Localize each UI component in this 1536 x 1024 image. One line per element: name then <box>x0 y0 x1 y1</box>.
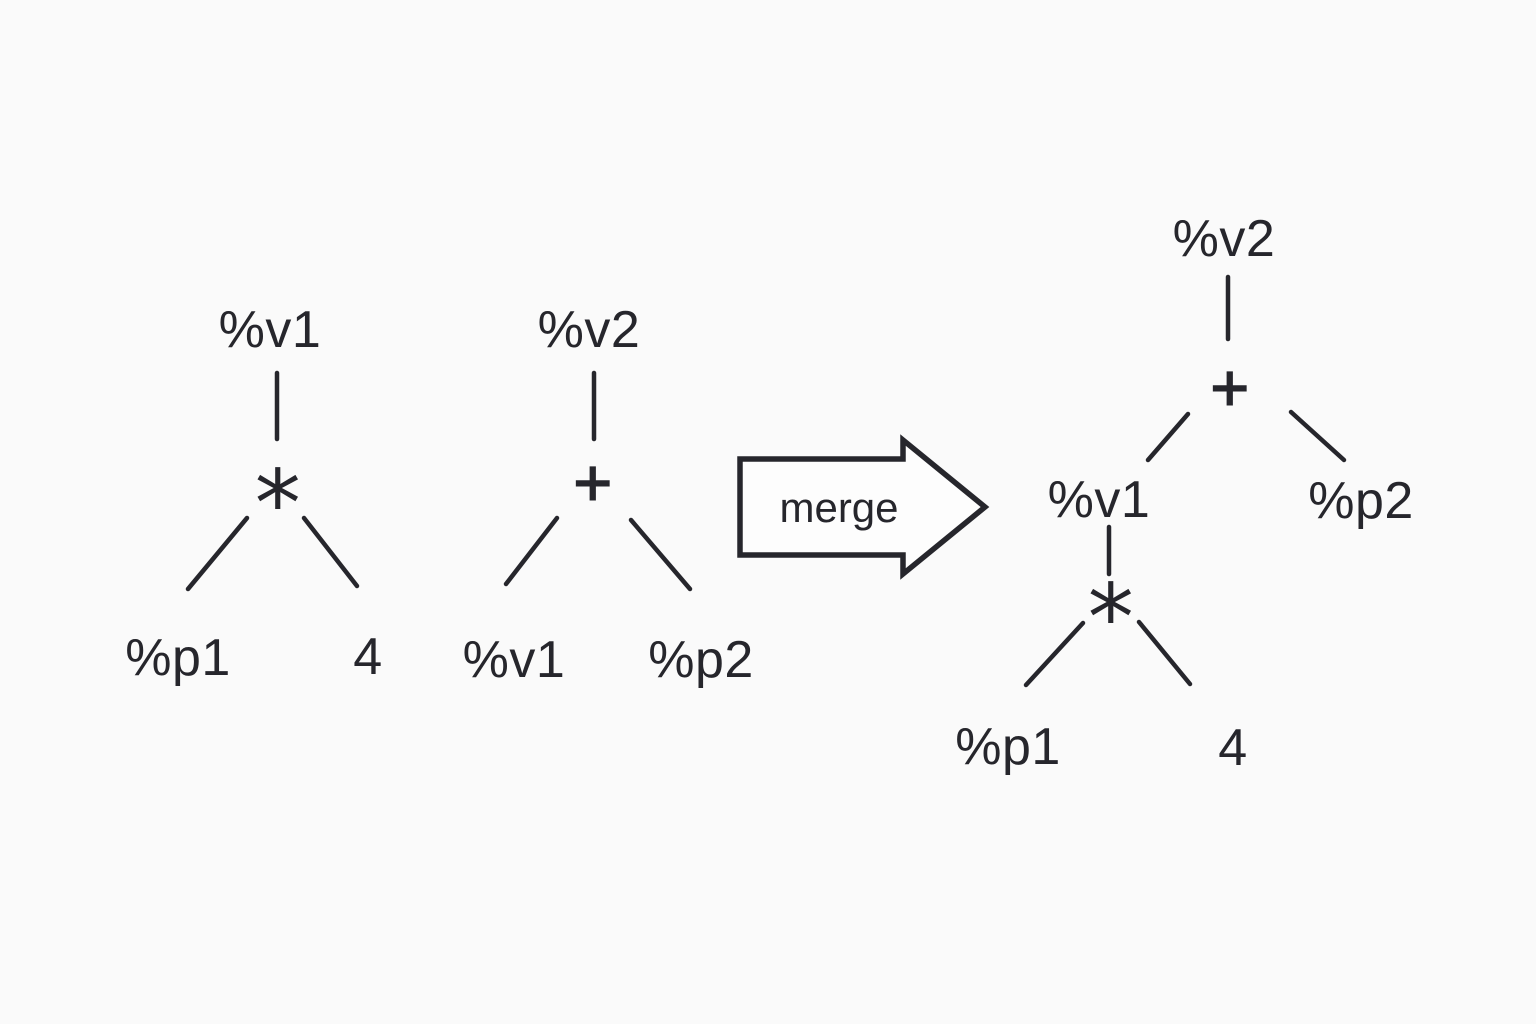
tree2-edge-op-to-right-leaf <box>628 517 693 592</box>
tree3-edge-subop-to-4 <box>1136 619 1193 687</box>
tree2-left-leaf-label: %v1 <box>462 631 566 689</box>
tree2-plus-operator: + <box>570 450 616 514</box>
tree1-edge-op-to-left-leaf <box>185 515 250 592</box>
tree1-left-leaf-label: %p1 <box>125 629 231 687</box>
tree3-p1-leaf-label: %p1 <box>955 718 1061 776</box>
tree3-multiply-operator: * <box>1087 564 1135 672</box>
tree1-right-leaf-label: 4 <box>353 628 383 686</box>
tree3-v1-node-label: %v1 <box>1047 471 1151 529</box>
tree3-4-leaf-label: 4 <box>1218 719 1248 777</box>
tree3-edge-subop-to-p1 <box>1023 620 1086 688</box>
tree2-root-label: %v2 <box>537 301 641 359</box>
tree3-edge-op-to-v1 <box>1145 411 1191 463</box>
tree1-edge-op-to-right-leaf <box>301 515 360 589</box>
tree1-root-label: %v1 <box>218 301 322 359</box>
tree2-right-leaf-label: %p2 <box>648 631 754 689</box>
tree3-root-label: %v2 <box>1172 210 1276 268</box>
tree3-plus-operator: + <box>1207 355 1253 419</box>
tree3-edge-op-to-p2 <box>1288 409 1347 463</box>
merge-arrow-label: merge <box>779 484 899 531</box>
merge-arrow-shape <box>737 434 990 580</box>
tree2-edge-op-to-left-leaf <box>503 515 560 587</box>
tree3-p2-leaf-label: %p2 <box>1308 472 1414 530</box>
tree1-multiply-operator: * <box>254 450 302 558</box>
